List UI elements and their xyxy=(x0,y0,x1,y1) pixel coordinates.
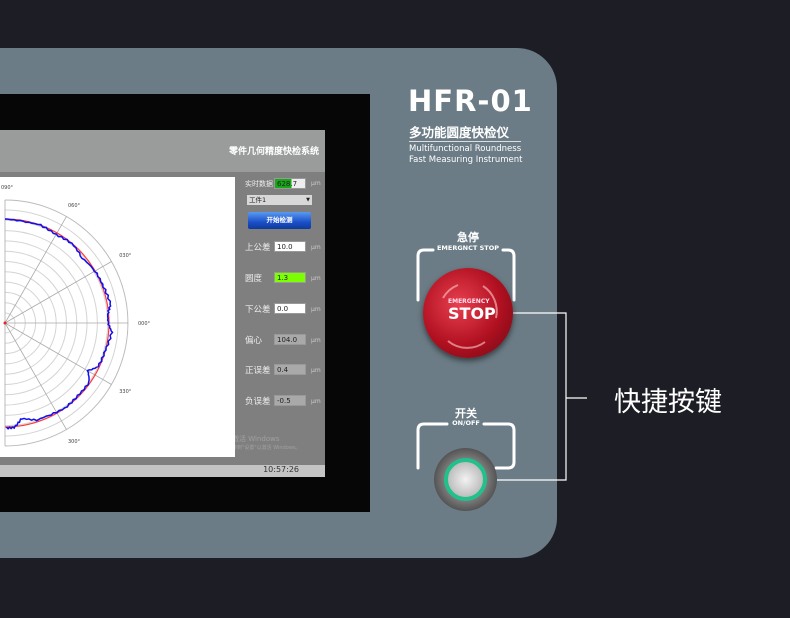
device-name-en-2: Fast Measuring Instrument xyxy=(409,155,523,165)
field-label: 下公差 xyxy=(245,305,271,315)
angle-label: 090° xyxy=(1,185,14,191)
estop-main-text: STOP xyxy=(448,304,496,323)
field-unit: μm xyxy=(311,306,321,313)
field-value[interactable]: 0.0 xyxy=(274,303,306,314)
polar-chart-svg: 090°060°030°000°330°300°270° xyxy=(1,185,151,463)
workpiece-select-value: 工件1 xyxy=(249,196,267,204)
polar-chart: 090°060°030°000°330°300°270° xyxy=(0,177,235,463)
field-unit: μm xyxy=(311,275,321,282)
power-label-en: ON/OFF xyxy=(452,419,480,427)
field-label: 偏心 xyxy=(245,336,263,346)
hmi-screen: 零件几何精度快检系统 090°060°030°000°330°300°270° … xyxy=(0,130,325,477)
angle-label: 300° xyxy=(68,439,81,445)
power-ring-icon xyxy=(444,458,487,501)
realtime-label: 实时数据 xyxy=(245,180,273,188)
field-label: 上公差 xyxy=(245,243,271,253)
angle-label: 060° xyxy=(68,203,81,209)
field-value: 104.0 xyxy=(274,334,306,345)
field-unit: μm xyxy=(311,337,321,344)
center-point xyxy=(3,321,7,325)
field-unit: μm xyxy=(311,367,321,374)
estop-top-text: EMERGENCY xyxy=(448,298,490,305)
power-label-cn: 开关 xyxy=(455,407,477,420)
realtime-value: 628.7 xyxy=(274,178,306,189)
angle-label: 330° xyxy=(119,389,132,395)
field-value[interactable]: 10.0 xyxy=(274,241,306,252)
model-name: HFR-01 xyxy=(408,84,533,118)
field-unit: μm xyxy=(311,244,321,251)
field-value: 0.4 xyxy=(274,364,306,375)
estop-label-en: EMERGNCT STOP xyxy=(436,244,499,252)
field-unit: μm xyxy=(311,398,321,405)
field-label: 圆度 xyxy=(245,274,263,284)
status-bar: 10:57:26 xyxy=(0,465,325,477)
device-name-cn: 多功能圆度快检仪 xyxy=(409,125,510,140)
shortcut-keys-callout: 快捷按键 xyxy=(614,387,722,418)
clock: 10:57:26 xyxy=(263,465,299,474)
device-name-en-1: Multifunctional Roundness xyxy=(409,144,522,154)
realtime-unit: μm xyxy=(311,180,321,187)
field-value: 1.3 xyxy=(274,272,306,283)
app-title: 零件几何精度快检系统 xyxy=(228,147,319,157)
screen-bezel: 零件几何精度快检系统 090°060°030°000°330°300°270° … xyxy=(0,94,370,512)
watermark-line-1: 激活 Windows xyxy=(232,435,280,443)
divider xyxy=(409,141,521,142)
watermark-line-2: 转到"设置"以激活 Windows。 xyxy=(232,445,301,451)
profile-line xyxy=(4,218,114,430)
angle-label: 000° xyxy=(138,321,151,327)
emergency-stop-button[interactable]: EMERGENCY STOP xyxy=(423,268,513,358)
start-detection-button[interactable]: 开始检测 xyxy=(248,212,311,229)
chevron-down-icon: ▼ xyxy=(306,197,310,203)
workpiece-select[interactable]: 工件1 ▼ xyxy=(247,195,312,205)
field-value: -0.5 xyxy=(274,395,306,406)
power-button[interactable] xyxy=(434,448,497,511)
angle-label: 030° xyxy=(119,253,132,259)
rotate-arrows-icon xyxy=(442,284,498,349)
title-bar: 零件几何精度快检系统 xyxy=(0,130,325,172)
grid-spoke xyxy=(4,322,112,385)
grid-spoke xyxy=(4,322,67,430)
field-label: 负误差 xyxy=(245,397,271,407)
estop-label-cn: 急停 xyxy=(457,231,479,244)
field-label: 正误差 xyxy=(245,366,271,376)
